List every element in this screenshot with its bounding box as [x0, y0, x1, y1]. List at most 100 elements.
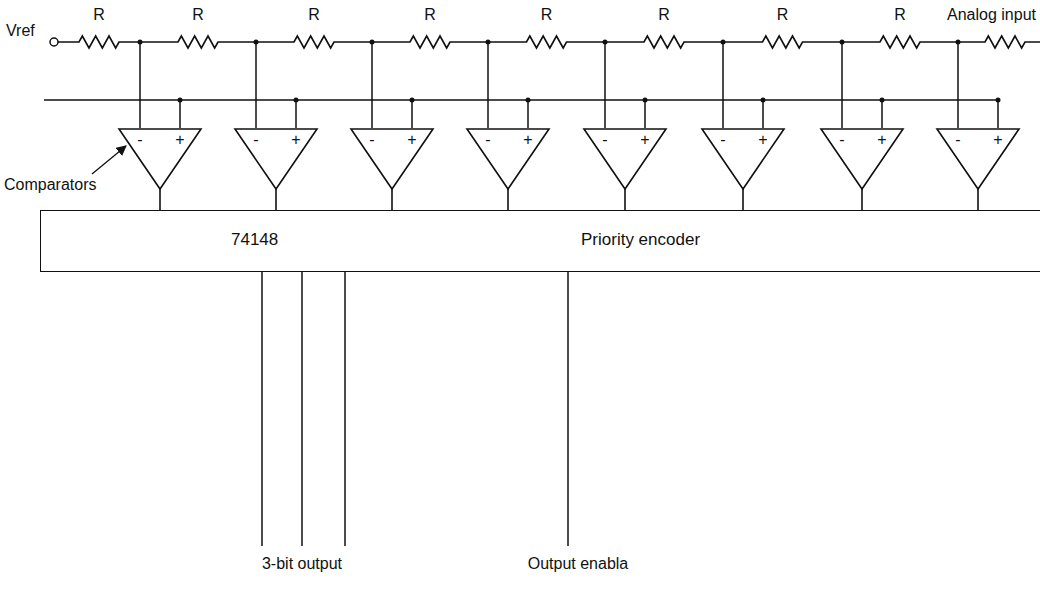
comparator: -+ [820, 128, 904, 190]
pin-sign: - [253, 131, 258, 149]
resistor-label: R [541, 6, 553, 24]
pin-sign: + [877, 131, 886, 149]
resistor-symbol [842, 36, 958, 48]
resistor-symbol [723, 36, 842, 48]
comparator: -+ [234, 128, 318, 190]
pin-sign: - [720, 131, 725, 149]
resistor-label: R [424, 6, 436, 24]
junction-dot [178, 98, 183, 103]
comparator-symbol [583, 128, 667, 190]
junction-dot [603, 40, 608, 45]
pin-sign: - [485, 131, 490, 149]
reference-tap-wire [957, 42, 959, 128]
comparator: -+ [466, 128, 550, 190]
comparator-symbol [936, 128, 1020, 190]
junction-dot [996, 98, 1001, 103]
pin-sign: + [640, 131, 649, 149]
comparator-symbol [234, 128, 318, 190]
output-connector [861, 189, 863, 210]
junction-dot [761, 98, 766, 103]
analog-input-wire [44, 99, 998, 101]
output-connector [742, 189, 744, 210]
reference-tap-wire [139, 42, 141, 128]
junction-dot [956, 40, 961, 45]
pin-sign: + [523, 131, 532, 149]
pin-sign: + [993, 131, 1002, 149]
output-label: Output enabla [528, 555, 629, 573]
pin-sign: + [175, 131, 184, 149]
comparator-symbol [118, 128, 202, 190]
input-wire [295, 100, 297, 128]
junction-dot [526, 98, 531, 103]
comparator-symbol [466, 128, 550, 190]
comparator: -+ [936, 128, 1020, 190]
reference-voltage: Vref [6, 22, 35, 40]
output-connector [977, 189, 979, 210]
reference-tap-wire [841, 42, 843, 128]
junction-dot [486, 40, 491, 45]
pin-sign: + [407, 131, 416, 149]
junction-dot [880, 98, 885, 103]
output-connector [507, 189, 509, 210]
junction-dot [294, 98, 299, 103]
reference-tap-wire [487, 42, 489, 128]
encoder-box: 74148 Priority encoder [40, 210, 1040, 272]
junction-dot [643, 98, 648, 103]
part-name: Comparators [4, 176, 96, 194]
resistor-symbol [958, 36, 1040, 48]
comparator: -+ [350, 128, 434, 190]
resistor-symbol [605, 36, 723, 48]
resistor-label: R [777, 6, 789, 24]
comparator-symbol [820, 128, 904, 190]
output-connector [391, 189, 393, 210]
input-wire [179, 100, 181, 128]
enable-wire [567, 272, 569, 546]
input-wire [881, 100, 883, 128]
resistor-symbol [488, 36, 605, 48]
comparator-symbol [701, 128, 785, 190]
signal-name: Analog input [947, 6, 1036, 24]
input-wire [411, 100, 413, 128]
leader-line [92, 146, 126, 174]
output-wire [261, 272, 263, 546]
output-label: 3-bit output [262, 555, 342, 573]
output-connector [624, 189, 626, 210]
output-wire [344, 272, 346, 546]
resistor-label: R [93, 6, 105, 24]
block-name: Priority encoder [581, 231, 700, 250]
reference-tap-wire [255, 42, 257, 128]
input-wire [997, 100, 999, 128]
reference-tap-wire [604, 42, 606, 128]
pin-sign: + [291, 131, 300, 149]
pin-sign: - [955, 131, 960, 149]
pin-sign: - [839, 131, 844, 149]
junction-dot [721, 40, 726, 45]
junction-dot [840, 40, 845, 45]
input-wire [527, 100, 529, 128]
resistor-symbol [140, 36, 256, 48]
reference-tap-wire [371, 42, 373, 128]
junction-dot [254, 40, 259, 45]
output-wire [301, 272, 303, 546]
comparator: -+ [583, 128, 667, 190]
part-number: 74148 [231, 231, 278, 250]
comparator-symbol [350, 128, 434, 190]
terminal [50, 38, 58, 46]
junction-dot [370, 40, 375, 45]
reference-tap-wire [722, 42, 724, 128]
resistor-label: R [308, 6, 320, 24]
resistor-label: R [658, 6, 670, 24]
junction-dot [410, 98, 415, 103]
resistor-symbol [372, 36, 488, 48]
input-wire [644, 100, 646, 128]
junction-dot [138, 40, 143, 45]
resistor-symbol [58, 36, 140, 48]
pin-sign: - [369, 131, 374, 149]
pin-sign: + [758, 131, 767, 149]
comparator: -+ [118, 128, 202, 190]
resistor-label: R [894, 6, 906, 24]
output-connector [275, 189, 277, 210]
pin-sign: - [137, 131, 142, 149]
